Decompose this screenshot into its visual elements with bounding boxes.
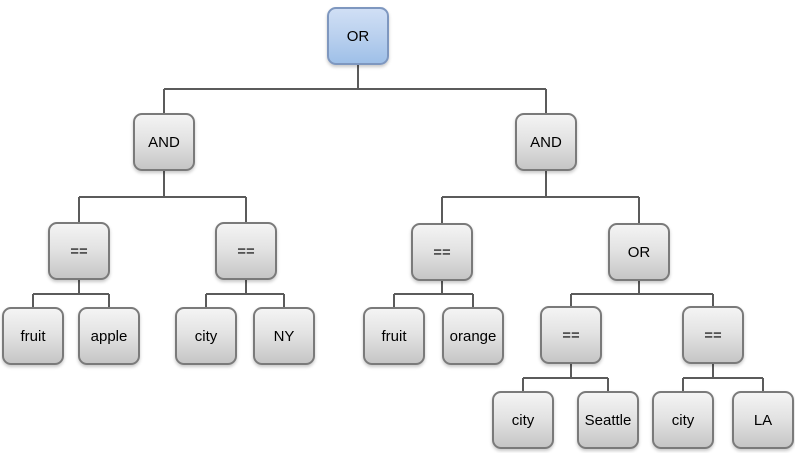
tree-node-or-nested[interactable]: OR <box>608 223 670 281</box>
tree-node-fruit-right[interactable]: fruit <box>363 307 425 365</box>
node-label: == <box>70 242 88 260</box>
tree-node-fruit-left[interactable]: fruit <box>2 307 64 365</box>
node-label: == <box>433 243 451 261</box>
tree-node-city-la-key[interactable]: city <box>652 391 714 449</box>
tree-node-or-root[interactable]: OR <box>327 7 389 65</box>
node-label: LA <box>753 411 773 429</box>
node-label: orange <box>449 327 497 345</box>
node-label: city <box>671 411 695 429</box>
tree-node-seattle[interactable]: Seattle <box>577 391 639 449</box>
node-label: == <box>562 326 580 344</box>
tree-node-and-right[interactable]: AND <box>515 113 577 171</box>
node-label: fruit <box>381 327 407 345</box>
node-label: Seattle <box>584 411 632 429</box>
node-label: AND <box>530 133 562 151</box>
tree-node-equals-fruit-apple[interactable]: == <box>48 222 110 280</box>
tree-node-equals-city-seattle[interactable]: == <box>540 306 602 364</box>
node-label: city <box>194 327 218 345</box>
tree-node-equals-city-la[interactable]: == <box>682 306 744 364</box>
node-label: OR <box>627 243 651 261</box>
tree-node-equals-fruit-orange[interactable]: == <box>411 223 473 281</box>
node-label: AND <box>148 133 180 151</box>
tree-node-orange[interactable]: orange <box>442 307 504 365</box>
tree-node-and-left[interactable]: AND <box>133 113 195 171</box>
tree-node-ny[interactable]: NY <box>253 307 315 365</box>
node-label: apple <box>90 327 128 345</box>
tree-node-equals-city-ny[interactable]: == <box>215 222 277 280</box>
tree-node-la[interactable]: LA <box>732 391 794 449</box>
tree-node-apple[interactable]: apple <box>78 307 140 365</box>
node-label: OR <box>346 27 370 45</box>
node-label: fruit <box>20 327 46 345</box>
node-label: == <box>704 326 722 344</box>
tree-node-city-seattle-key[interactable]: city <box>492 391 554 449</box>
tree-node-city-ny-key[interactable]: city <box>175 307 237 365</box>
node-label: city <box>511 411 535 429</box>
node-label: == <box>237 242 255 260</box>
node-label: NY <box>273 327 295 345</box>
